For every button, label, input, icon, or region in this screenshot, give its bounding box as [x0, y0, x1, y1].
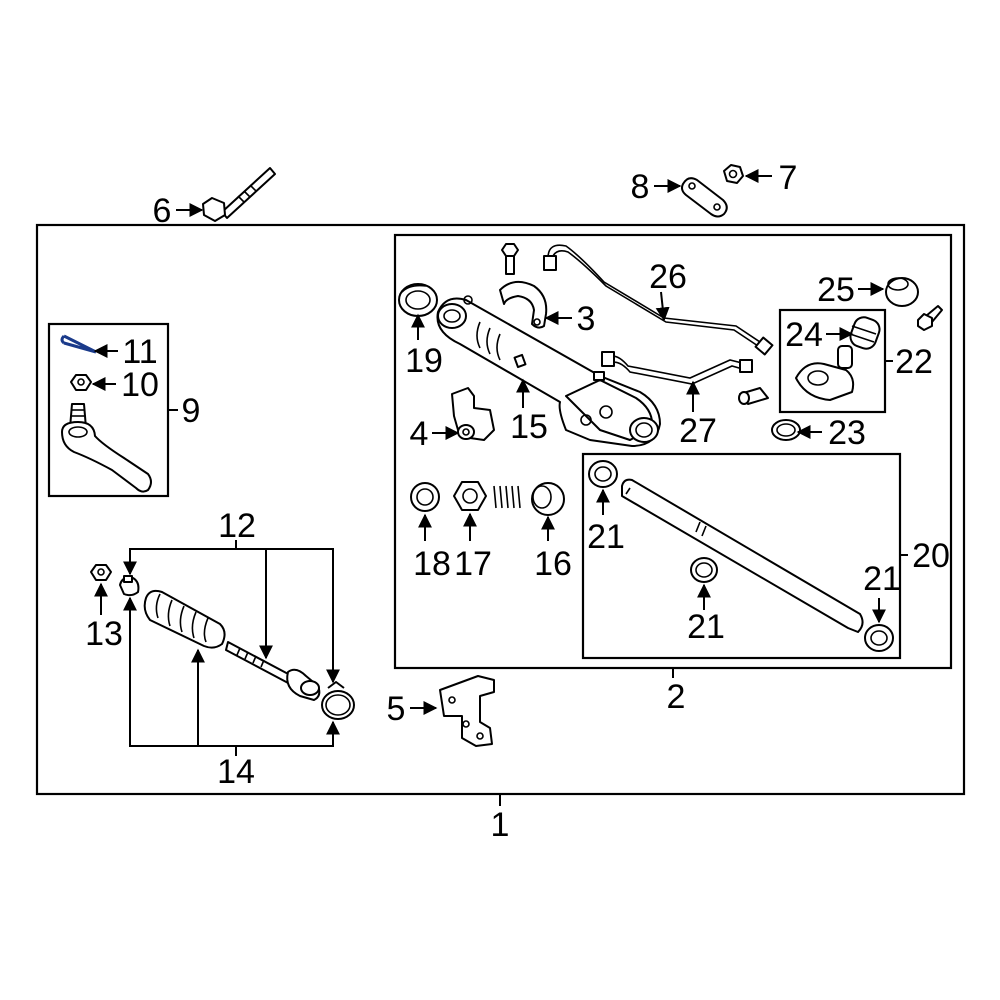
rack-shaft-part — [621, 478, 864, 633]
seal-lower-part — [864, 624, 894, 652]
adjuster-spring-part — [493, 485, 521, 509]
callout-18: 18 — [413, 545, 451, 583]
callout-19: 19 — [405, 342, 443, 380]
seal-ring-part — [410, 482, 440, 512]
callout-1: 1 — [491, 806, 510, 844]
leader-lines — [91, 169, 908, 806]
callout-24: 24 — [785, 316, 823, 354]
callout-20: 20 — [912, 537, 950, 575]
callout-23: 23 — [828, 414, 866, 452]
rack-bushing-part — [451, 387, 495, 441]
boot-clamp-small-part — [119, 575, 140, 597]
callout-4: 4 — [410, 415, 429, 453]
dust-cap-part — [885, 277, 919, 307]
nut-part — [723, 164, 744, 184]
callout-15: 15 — [510, 408, 548, 446]
callout-25: 25 — [817, 271, 855, 309]
inner-tie-rod-part — [225, 641, 321, 701]
callout-14: 14 — [217, 753, 255, 791]
clamp-bolt-part — [501, 243, 519, 275]
callout-labels: 1 2 3 4 5 6 7 8 9 10 11 12 13 14 15 16 1… — [85, 159, 950, 844]
tie-rod-end-part — [61, 403, 152, 493]
long-bolt-part — [202, 167, 276, 222]
callout-27: 27 — [679, 412, 717, 450]
adjuster-nut-part — [453, 481, 487, 511]
line-fitting-part — [738, 387, 769, 405]
pressure-line-lower-part — [601, 351, 753, 385]
callout-2: 2 — [667, 678, 686, 716]
castle-nut-part — [70, 374, 92, 391]
callout-11: 11 — [122, 333, 157, 371]
mounting-grommet-part — [398, 283, 438, 317]
callout-3: 3 — [577, 300, 596, 338]
callout-13: 13 — [85, 615, 123, 653]
rack-boot-part — [143, 589, 226, 649]
seal-upper-part — [588, 460, 618, 488]
callout-5: 5 — [387, 690, 406, 728]
valve-spring-part — [849, 316, 881, 350]
callout-21-middle: 21 — [687, 608, 725, 646]
control-valve-part — [795, 345, 855, 401]
boot-clamp-large-part — [321, 681, 355, 720]
seal-middle-part — [690, 557, 718, 583]
o-ring-part — [771, 419, 801, 441]
callout-8: 8 — [631, 168, 650, 206]
small-nut-part — [90, 564, 112, 581]
mounting-bracket-part — [439, 675, 495, 747]
valve-bolt-part — [917, 305, 943, 331]
plate-part — [681, 177, 728, 218]
gear-assembly-frame — [393, 233, 953, 670]
rack-clamp-part — [499, 280, 548, 329]
callout-21-lower: 21 — [863, 560, 901, 598]
callout-7: 7 — [779, 159, 798, 197]
callout-22: 22 — [895, 343, 933, 381]
callout-26: 26 — [649, 258, 687, 296]
callout-10: 10 — [121, 366, 159, 404]
callout-9: 9 — [182, 392, 201, 430]
callout-21-upper: 21 — [587, 518, 625, 556]
rack-housing-part — [436, 295, 661, 447]
callout-17: 17 — [454, 545, 492, 583]
callout-6: 6 — [153, 192, 172, 230]
rack-guide-part — [531, 482, 565, 516]
callout-16: 16 — [534, 545, 572, 583]
cotter-pin-part — [60, 334, 97, 354]
callout-12: 12 — [218, 507, 256, 545]
pressure-line-upper-part — [543, 244, 774, 356]
